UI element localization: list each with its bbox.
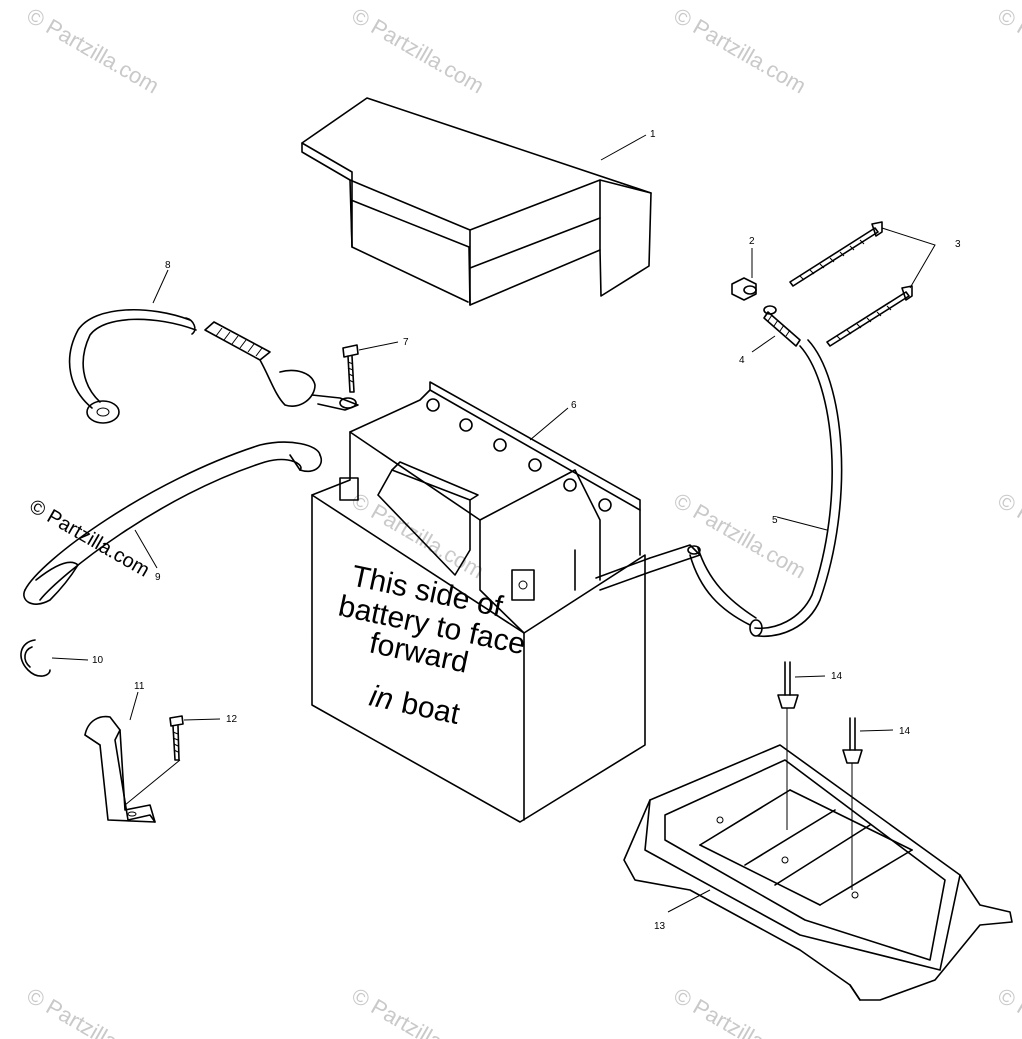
part-13-tray bbox=[623, 744, 1013, 1001]
part-11-bracket bbox=[84, 691, 181, 823]
callout-4: 4 bbox=[739, 355, 745, 366]
callout-9: 9 bbox=[155, 572, 161, 583]
watermark-10: © Partzilla.com bbox=[670, 983, 811, 1039]
part-6-battery bbox=[311, 381, 701, 823]
callout-1: 1 bbox=[650, 129, 656, 140]
part-1-battery-cover bbox=[301, 97, 652, 306]
watermark-2: © Partzilla.com bbox=[348, 3, 489, 99]
part-7-bolt bbox=[342, 341, 399, 393]
watermark-4: © Partzilla.com bbox=[994, 3, 1022, 99]
part-8-cable bbox=[68, 269, 359, 424]
callout-14a: 14 bbox=[831, 671, 843, 682]
callout-10: 10 bbox=[92, 655, 104, 666]
part-2-cap bbox=[731, 248, 757, 301]
callout-5: 5 bbox=[772, 515, 778, 526]
callout-7: 7 bbox=[403, 337, 409, 348]
battery-label-line4: boat bbox=[399, 687, 464, 732]
callout-12: 12 bbox=[226, 714, 238, 725]
callout-13: 13 bbox=[654, 921, 666, 932]
watermarks: © Partzilla.com © Partzilla.com © Partzi… bbox=[23, 3, 1022, 1039]
part-12-bolt bbox=[169, 715, 221, 761]
callout-8: 8 bbox=[165, 260, 171, 271]
part-4-fitting bbox=[751, 305, 801, 353]
battery-label: This side of battery to face forward in … bbox=[336, 560, 529, 732]
callout-6: 6 bbox=[571, 400, 577, 411]
watermark-8: © Partzilla.com bbox=[23, 983, 164, 1039]
watermark-3: © Partzilla.com bbox=[670, 3, 811, 99]
part-9-strap bbox=[23, 441, 322, 605]
watermark-11: © Partzilla.com bbox=[994, 983, 1022, 1039]
watermark-1: © Partzilla.com bbox=[23, 3, 164, 99]
callout-2: 2 bbox=[749, 236, 755, 247]
part-14-posts bbox=[777, 661, 894, 890]
partzilla-credit: © Partzilla.com bbox=[26, 495, 154, 581]
callout-11: 11 bbox=[134, 681, 145, 692]
callout-3: 3 bbox=[955, 239, 961, 250]
part-5-vent-tube bbox=[687, 339, 843, 638]
battery-label-line4-italic: in bbox=[367, 680, 397, 717]
watermark-6: © Partzilla.com bbox=[670, 488, 811, 584]
watermark-9: © Partzilla.com bbox=[348, 983, 489, 1039]
watermark-7: © Partzilla.com bbox=[994, 488, 1022, 584]
part-3-screws bbox=[789, 221, 936, 347]
part-10-clip bbox=[20, 639, 89, 677]
callout-14b: 14 bbox=[899, 726, 911, 737]
callout-numbers: 1 2 3 4 5 6 7 8 9 10 11 12 13 14 14 bbox=[92, 129, 961, 932]
